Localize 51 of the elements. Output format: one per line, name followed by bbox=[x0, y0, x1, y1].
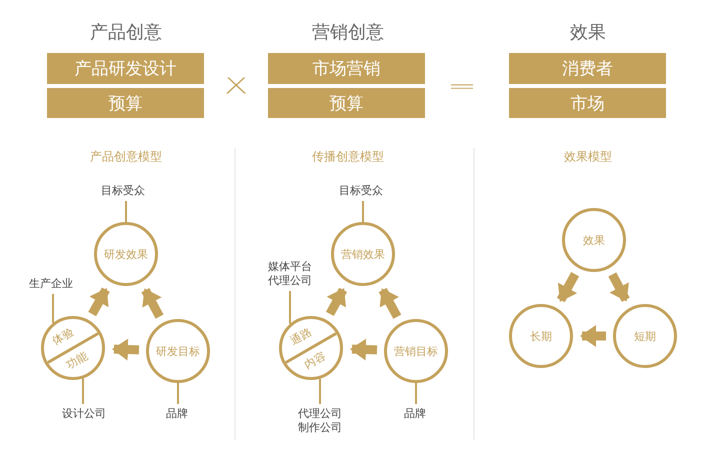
callout-label: 媒体平台 bbox=[268, 260, 312, 274]
leader-line bbox=[289, 291, 291, 324]
arrow bbox=[112, 338, 140, 361]
arrow bbox=[141, 288, 164, 319]
arrow bbox=[88, 288, 110, 316]
title-bar: 消费者 bbox=[509, 53, 666, 84]
section-title: 效果模型 bbox=[564, 148, 612, 166]
callout-label: 生产企业 bbox=[29, 277, 73, 291]
circle-text: 内容 bbox=[302, 348, 328, 372]
column-heading: 产品创意 bbox=[90, 21, 162, 44]
callout-label: 代理公司 bbox=[268, 274, 312, 288]
leader-line bbox=[177, 383, 179, 404]
leader-line bbox=[125, 201, 127, 222]
leader-line bbox=[52, 294, 54, 324]
leader-line bbox=[362, 201, 364, 222]
section-title: 产品创意模型 bbox=[90, 148, 162, 166]
title-bar: 产品研发设计 bbox=[47, 53, 204, 84]
arrow bbox=[326, 288, 348, 316]
circle-text: 通路 bbox=[288, 324, 314, 348]
circle-node: 研发效果 bbox=[94, 222, 158, 286]
callout-label: 设计公司 bbox=[62, 407, 106, 421]
leader-line bbox=[415, 383, 417, 404]
title-bar: 市场 bbox=[509, 88, 666, 118]
column-heading: 营销创意 bbox=[312, 21, 384, 44]
circle-node: 研发目标 bbox=[146, 319, 210, 383]
title-bar: 预算 bbox=[47, 88, 204, 118]
callout-label: 制作公司 bbox=[298, 421, 342, 435]
section-title: 传播创意模型 bbox=[312, 148, 384, 166]
equals-sign: = bbox=[447, 74, 477, 100]
arrow bbox=[350, 338, 378, 361]
circle-node: 营销目标 bbox=[384, 319, 448, 383]
callout-label: 目标受众 bbox=[339, 184, 383, 198]
title-bar: 市场营销 bbox=[268, 53, 425, 84]
multiply-sign: X bbox=[224, 74, 248, 100]
arrow bbox=[556, 272, 580, 302]
callout-label: 品牌 bbox=[404, 407, 426, 421]
callout-label: 代理公司 bbox=[298, 407, 342, 421]
arrow bbox=[608, 272, 630, 302]
arrow bbox=[580, 325, 606, 347]
title-bar: 预算 bbox=[268, 88, 425, 118]
leader-line bbox=[82, 378, 84, 404]
callout-label: 目标受众 bbox=[101, 184, 145, 198]
leader-line bbox=[319, 378, 321, 404]
circle-node: 营销效果 bbox=[331, 222, 395, 286]
circle-node: 效果 bbox=[562, 208, 626, 272]
callout-label: 品牌 bbox=[166, 407, 188, 421]
circle-text: 体验 bbox=[50, 324, 76, 348]
circle-text: 功能 bbox=[64, 348, 90, 372]
column-heading: 效果 bbox=[570, 21, 606, 44]
circle-node: 长期 bbox=[509, 304, 573, 368]
circle-node: 短期 bbox=[613, 304, 677, 368]
